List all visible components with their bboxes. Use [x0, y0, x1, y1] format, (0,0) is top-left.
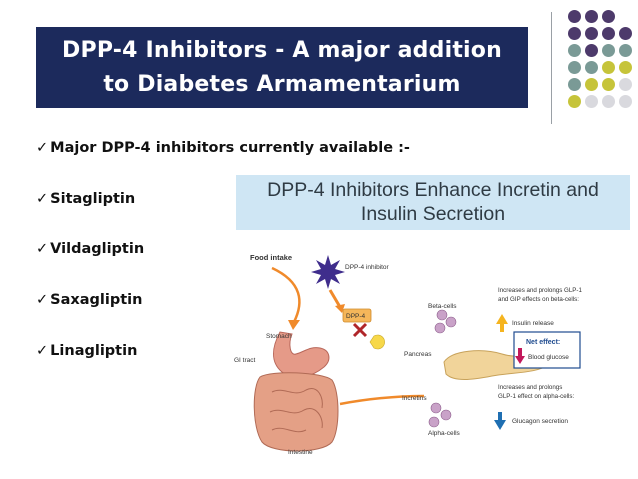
inhibitor-arrow — [328, 289, 342, 308]
dot — [568, 10, 581, 23]
mechanism-figure: DPP-4 Inhibitors Enhance Incretin and In… — [232, 172, 638, 479]
dot — [602, 27, 615, 40]
bullet-item: ✓Sitagliptin — [36, 191, 136, 207]
banner-line-1: DPP-4 Inhibitors Enhance Incretin and — [267, 179, 599, 201]
dot — [619, 27, 632, 40]
block-x-icon — [352, 322, 368, 338]
dot — [585, 10, 598, 23]
dot — [602, 10, 615, 23]
label-glp-alpha-1: Increases and prolongs — [498, 384, 562, 391]
bullet-item: ✓Vildagliptin — [36, 241, 145, 257]
enzyme-shape — [369, 334, 385, 350]
dot — [619, 61, 632, 74]
dpp4-enzyme — [342, 308, 372, 323]
label-glp-beta-1: Increases and prolongs GLP-1 — [498, 287, 582, 294]
dot — [585, 95, 598, 108]
dot — [585, 44, 598, 57]
dot — [602, 78, 615, 91]
dot — [585, 27, 598, 40]
dot — [619, 44, 632, 57]
dot — [568, 95, 581, 108]
title-line-2: to Diabetes Armamentarium — [103, 71, 461, 97]
down-arrow-icon — [494, 412, 506, 430]
label-glucagon-secretion: Glucagon secretion — [512, 418, 568, 425]
dot — [568, 44, 581, 57]
dot — [619, 95, 632, 108]
label-incretins: Incretins — [402, 395, 427, 402]
dpp4-inhibitor-star-icon — [311, 255, 345, 289]
dot — [568, 27, 581, 40]
dot — [568, 61, 581, 74]
stomach-illustration — [273, 331, 330, 378]
checkmark-icon: ✓ — [36, 343, 49, 359]
up-arrow-icon — [496, 314, 508, 332]
checkmark-icon: ✓ — [36, 191, 49, 207]
dot — [602, 61, 615, 74]
checkmark-icon: ✓ — [36, 241, 49, 257]
bullet-item: ✓Saxagliptin — [36, 292, 143, 308]
figure-banner: DPP-4 Inhibitors Enhance Incretin and In… — [236, 175, 630, 230]
label-stomach: Stomach — [266, 333, 292, 340]
banner-line-2: Insulin Secretion — [360, 203, 506, 225]
label-food-intake: Food intake — [250, 253, 292, 262]
incretin-arrow — [339, 394, 425, 406]
decorative-divider — [551, 12, 552, 124]
label-blood-glucose: Blood glucose — [528, 354, 569, 361]
food-arrow — [271, 266, 301, 323]
dot — [602, 95, 615, 108]
label-intestine: Intestine — [288, 449, 313, 456]
label-pancreas: Pancreas — [404, 351, 432, 358]
dot — [568, 78, 581, 91]
intestine-illustration — [253, 372, 339, 452]
label-dpp4: DPP-4 — [346, 313, 366, 320]
bullet-item: ✓Major DPP-4 inhibitors currently availa… — [36, 140, 410, 156]
dot — [619, 78, 632, 91]
slide-title: DPP-4 Inhibitors - A major addition to D… — [36, 27, 528, 108]
checkmark-icon: ✓ — [36, 140, 49, 156]
figure-diagram: Food intake DPP-4 inhibitor DPP-4 Stomac… — [234, 253, 582, 456]
down-arrow-icon — [515, 348, 525, 364]
checkmark-icon: ✓ — [36, 292, 49, 308]
dot — [602, 44, 615, 57]
label-alpha-cells: Alpha-cells — [428, 430, 461, 437]
dot — [585, 61, 598, 74]
label-insulin-release: Insulin release — [512, 320, 554, 327]
label-glp-alpha-2: GLP-1 effect on alpha-cells: — [498, 393, 575, 400]
dot — [585, 78, 598, 91]
beta-cells-illustration — [434, 309, 457, 334]
title-line-1: DPP-4 Inhibitors - A major addition — [62, 37, 502, 63]
bullet-item: ✓Linagliptin — [36, 343, 138, 359]
label-net-effect: Net effect: — [526, 339, 560, 346]
arrow-head — [288, 320, 300, 330]
label-dpp4-inhibitor: DPP-4 inhibitor — [345, 264, 390, 271]
label-beta-cells: Beta-cells — [428, 303, 457, 310]
label-glp-beta-2: and GIP effects on beta-cells: — [498, 296, 579, 303]
net-effect-box — [513, 331, 581, 369]
label-gi-tract: GI tract — [234, 357, 256, 364]
arrow-head — [335, 304, 345, 313]
alpha-cells-illustration — [428, 402, 452, 428]
